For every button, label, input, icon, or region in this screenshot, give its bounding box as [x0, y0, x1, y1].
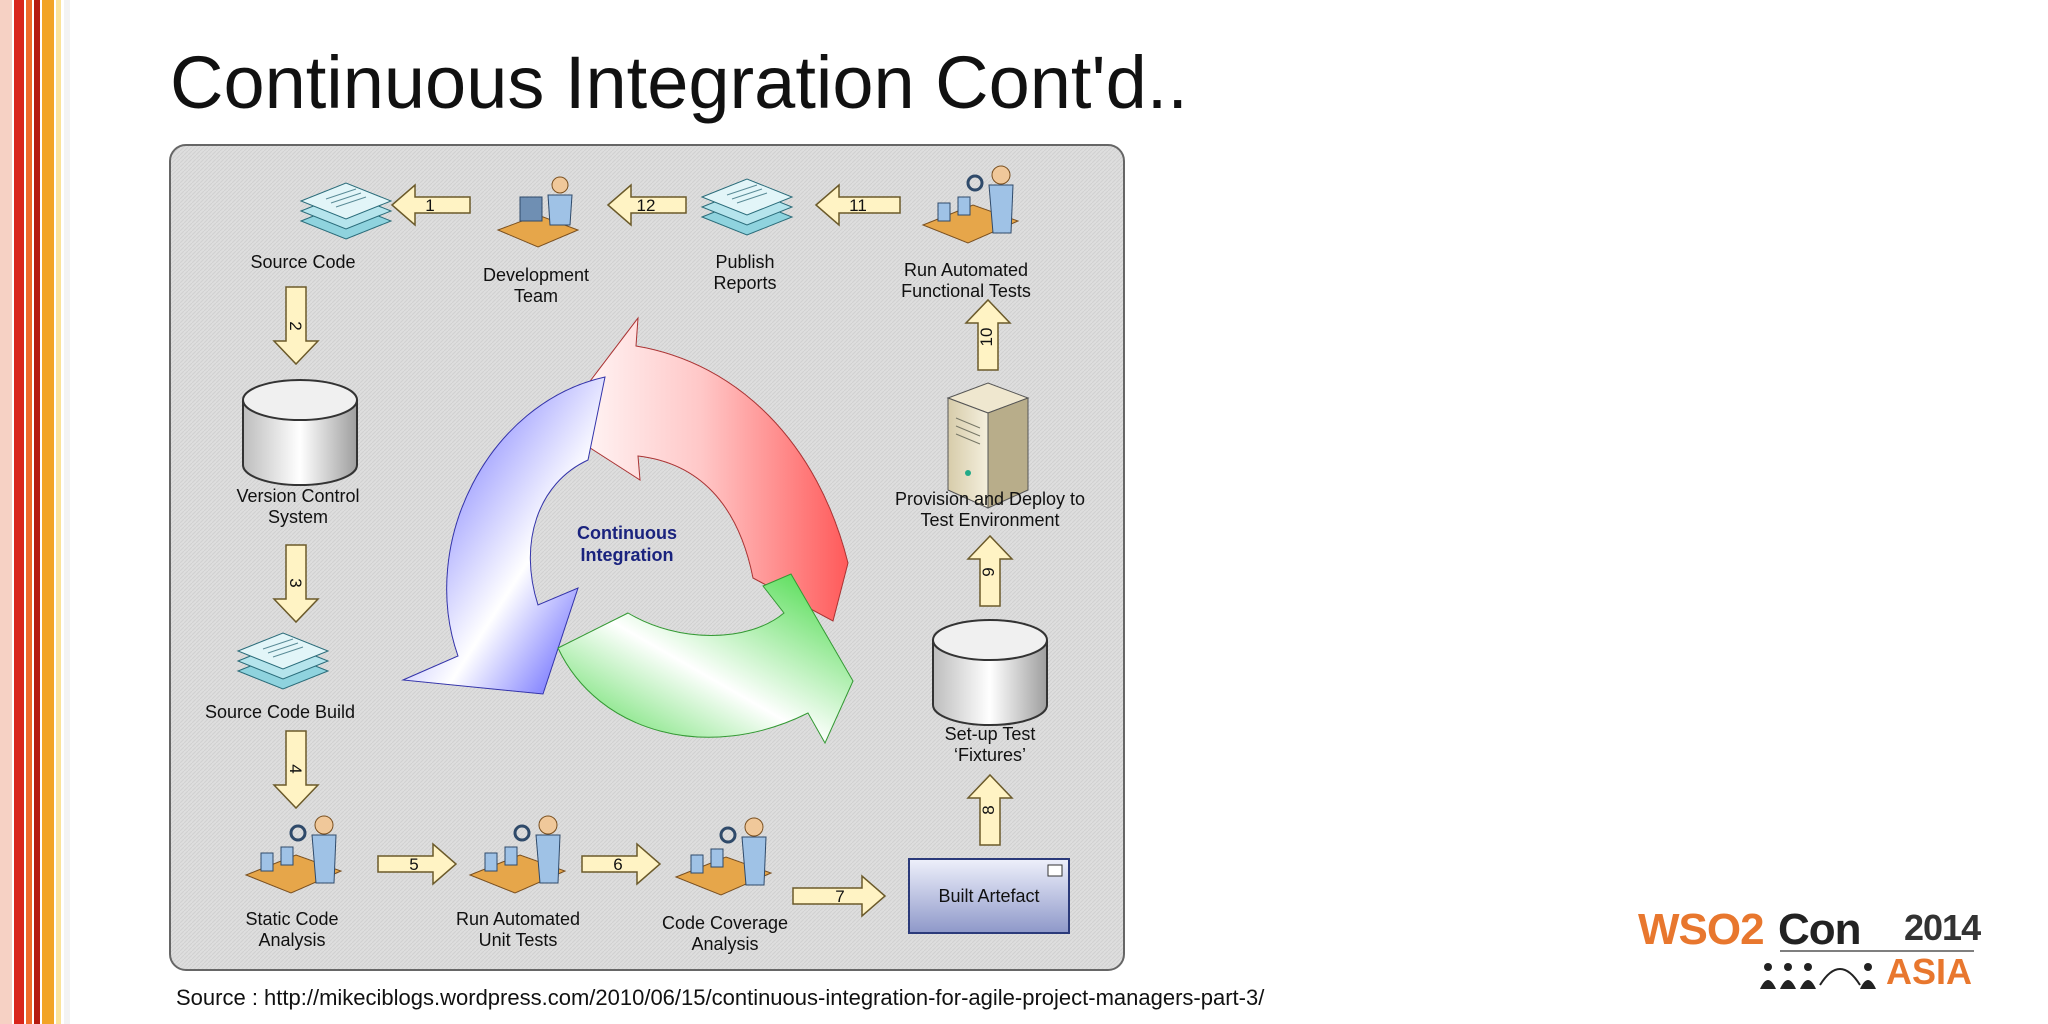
tester-icon — [921, 165, 1020, 244]
svg-text:5: 5 — [409, 855, 418, 874]
arrow-2: 2 — [272, 286, 320, 366]
arrow-3: 3 — [272, 544, 320, 624]
svg-text:12: 12 — [637, 196, 656, 215]
documents-icon — [236, 632, 330, 690]
arrow-11: 11 — [814, 183, 901, 227]
tester-icon — [468, 815, 567, 894]
label-source-code: Source Code — [250, 252, 355, 272]
svg-text:1: 1 — [425, 196, 434, 215]
diagram-panel — [169, 144, 1125, 971]
arrow-4: 4 — [272, 730, 320, 810]
arrow-12: 12 — [606, 183, 687, 227]
cycle-arrow-red — [555, 316, 849, 622]
built-artefact-box — [908, 858, 1070, 934]
label-source-code-build: Source Code Build — [205, 702, 355, 722]
svg-text:10: 10 — [977, 328, 996, 347]
arrow-10: 10 — [964, 298, 1012, 371]
svg-text:6: 6 — [613, 855, 622, 874]
slide-title: Continuous Integration Cont'd.. — [170, 41, 1188, 124]
cycle-arrow-blue — [401, 376, 606, 695]
logo-region: ASIA — [1886, 951, 1973, 992]
svg-text:4: 4 — [286, 764, 305, 773]
logo-people-icon — [1760, 950, 1974, 989]
arrow-7: 7 — [792, 874, 887, 918]
svg-text:11: 11 — [849, 196, 867, 215]
database-icon — [242, 379, 358, 486]
developer-icon — [496, 176, 580, 248]
arrow-5: 5 — [377, 842, 458, 886]
documents-icon — [700, 178, 794, 236]
server-icon — [946, 382, 1030, 509]
logo-brand-a: WSO2 — [1638, 905, 1765, 954]
arrow-1: 1 — [390, 183, 471, 227]
label-built-artefact: Built Artefact — [938, 886, 1039, 906]
arrow-8: 8 — [966, 773, 1014, 846]
svg-text:2: 2 — [286, 321, 305, 330]
svg-text:9: 9 — [979, 567, 998, 576]
logo-brand-b: Con — [1778, 905, 1862, 954]
cycle-graphic — [401, 316, 854, 745]
source-citation: Source : http://mikeciblogs.wordpress.co… — [176, 985, 1265, 1010]
svg-text:8: 8 — [979, 805, 998, 814]
wso2con-logo: WSO2 Con 2014 ASIA — [1630, 905, 1990, 995]
tester-icon — [674, 817, 773, 896]
logo-year: 2014 — [1904, 907, 1981, 948]
tester-icon — [244, 815, 343, 894]
cycle-arrow-green — [557, 573, 854, 745]
label-setup-fixtures: Set-up Test‘Fixtures’ — [945, 724, 1036, 765]
database-icon — [932, 619, 1048, 726]
arrow-9: 9 — [966, 534, 1014, 607]
svg-text:7: 7 — [835, 887, 844, 906]
documents-icon — [299, 182, 393, 240]
arrow-6: 6 — [581, 842, 662, 886]
svg-text:3: 3 — [286, 578, 305, 587]
decorative-stripes — [0, 0, 70, 1024]
